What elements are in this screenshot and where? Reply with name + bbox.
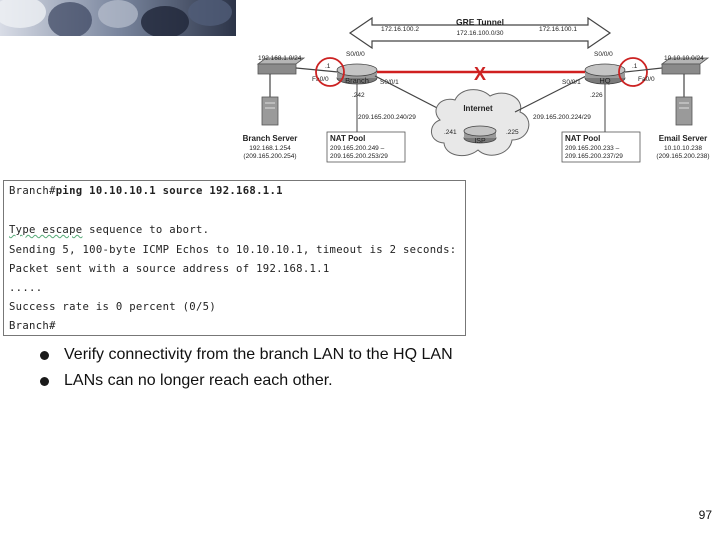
hq-s001-label: S0/0/1 [562,79,581,86]
header-banner-image [0,0,236,36]
hq-fa-label: Fa0/0 [638,76,655,83]
console-packet-line: Packet sent with a source address of 192… [9,263,330,275]
tunnel-right-ip: 172.16.100.1 [539,26,577,33]
branch-s001-label: S0/0/1 [380,79,399,86]
branch-server-title: Branch Server [243,134,298,143]
gre-tunnel-subnet: 172.16.100.0/30 [457,30,504,37]
email-server-title: Email Server [659,134,707,143]
failure-x-mark: X [474,64,486,84]
branch-fa-label: Fa0/0 [312,76,329,83]
isp-label: ISP [474,138,486,145]
branch-server-public-ip: (209.165.200.254) [243,153,296,160]
branch-nat-range-end: 209.165.200.253/29 [330,153,388,160]
branch-s000-label: S0/0/0 [346,51,365,58]
network-topology-diagram: GRE Tunnel 172.16.100.0/30 172.16.100.2 … [243,16,710,163]
email-server-ip: 10.10.10.238 [664,145,702,152]
internet-label: Internet [463,104,493,113]
hq-nat-range-end: 209.165.200.237/29 [565,153,623,160]
console-escape-start: Type escape [9,224,83,236]
branch-fault-circle [315,57,345,87]
branch-nat-title: NAT Pool [330,134,365,143]
hq-s001-host: .226 [590,92,603,99]
gre-tunnel-arrow [348,16,612,50]
page-number: 97 [698,508,712,522]
isp-router-icon [463,125,497,144]
branch-nat-range: 209.165.200.249 – [330,145,385,152]
gre-tunnel-title: GRE Tunnel [456,17,504,27]
hq-switch-icon [660,57,710,75]
console-command: ping 10.10.10.1 source 192.168.1.1 [55,185,283,197]
console-success-line: Success rate is 0 percent (0/5) [9,301,217,313]
hq-nat-range: 209.165.200.233 – [565,145,620,152]
console-sending-line: Sending 5, 100-byte ICMP Echos to 10.10.… [9,244,457,256]
branch-server-icon [261,96,279,126]
branch-router-icon [336,63,378,85]
console-prompt-line: Branch# [9,320,56,332]
internet-cloud-icon [431,89,530,157]
console-prompt: Branch# [9,185,56,197]
hq-router-icon [584,63,626,85]
branch-s001-host: .242 [352,92,365,99]
console-escape-line: Type escape sequence to abort. [9,224,209,236]
branch-wan-net: 209.165.200.240/29 [358,114,416,121]
branch-switch-icon [256,57,306,75]
bullet-text: Verify connectivity from the branch LAN … [64,346,453,363]
email-server-public-ip: (209.165.200.238) [656,153,709,160]
bullet-text: LANs can no longer reach each other. [64,372,333,389]
console-escape-rest: sequence to abort. [82,224,210,236]
email-server-icon [675,96,693,126]
tunnel-left-ip: 172.16.100.2 [381,26,419,33]
branch-lan-label: 192.168.1.0/24 [258,55,302,62]
branch-server-ip: 192.168.1.254 [249,145,291,152]
console-dots-line: ..... [9,282,43,294]
branch-router-label: Branch [345,76,369,85]
bullet-dot-icon [40,351,49,360]
branch-nat-pool-box [326,131,406,163]
console-command-line: Branch#ping 10.10.10.1 source 192.168.1.… [9,185,283,197]
hq-fault-circle [618,57,648,87]
hq-lan-label: 10.10.10.0/24 [664,55,704,62]
bullet-dot-icon [40,377,49,386]
branch-fa-host: .1 [325,63,331,70]
hq-wan-net: 209.165.200.224/29 [533,114,591,121]
hq-router-label: HQ [599,76,610,85]
hq-s000-label: S0/0/0 [594,51,613,58]
hq-fa-host: .1 [632,63,638,70]
console-output-box: Branch#ping 10.10.10.1 source 192.168.1.… [3,180,466,336]
hq-nat-title: NAT Pool [565,134,600,143]
isp-left-host: .241 [444,129,457,136]
isp-right-host: .225 [506,129,519,136]
hq-nat-pool-box [561,131,641,163]
